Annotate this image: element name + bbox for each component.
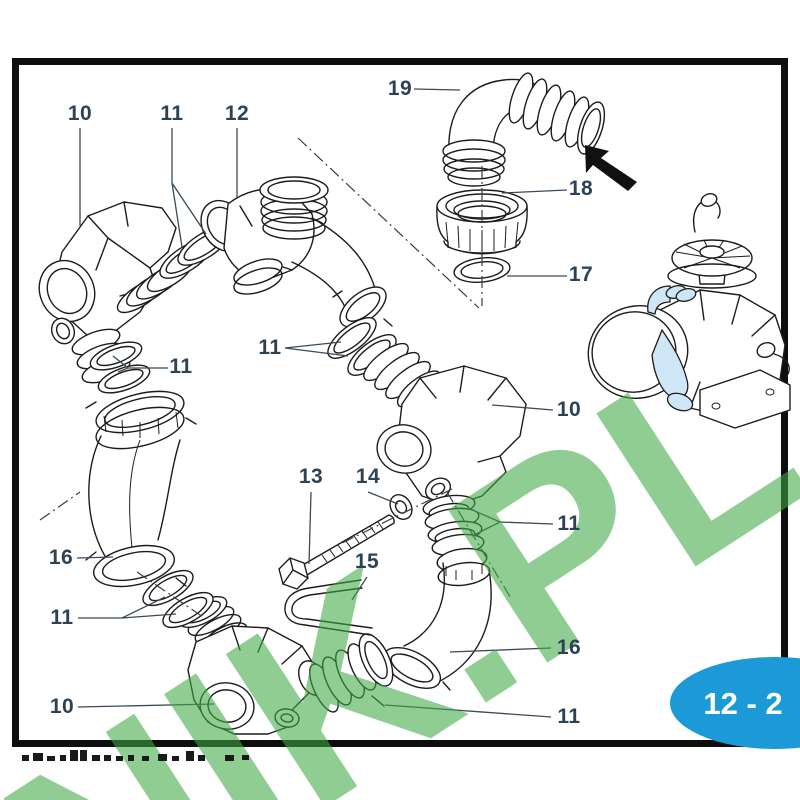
callout-11-left: 11 bbox=[169, 355, 193, 378]
callout-11-top: 11 bbox=[160, 102, 184, 125]
callout-10-right: 10 bbox=[556, 398, 582, 421]
elbow-pipe-top-right bbox=[291, 217, 393, 328]
callout-11-bottom-left: 11 bbox=[50, 606, 74, 629]
callout-10-bottom-left: 10 bbox=[49, 695, 75, 718]
callout-16-right: 16 bbox=[556, 636, 582, 659]
o-rings-bottom-left bbox=[142, 569, 214, 629]
callout-19-hose-elbow: 19 bbox=[387, 77, 413, 100]
callout-14-washer: 14 bbox=[355, 465, 381, 488]
tee-fitting-12 bbox=[200, 176, 329, 295]
callout-11-right: 11 bbox=[557, 512, 581, 535]
o-rings-left bbox=[89, 341, 151, 394]
hose-elbow-19 bbox=[442, 72, 606, 187]
callout-12-top: 12 bbox=[224, 102, 250, 125]
bellows-sleeve-right-lower bbox=[422, 494, 491, 587]
hex-bolt-13 bbox=[278, 514, 395, 590]
callout-11-middle: 11 bbox=[258, 336, 282, 359]
projection-axis-lines bbox=[39, 137, 513, 618]
elbow-pipe-right bbox=[371, 562, 492, 707]
bellows-sleeve-bottom bbox=[309, 633, 394, 713]
callout-18-ring-nut: 18 bbox=[568, 177, 594, 200]
callout-leader-lines bbox=[76, 88, 568, 718]
clamp-ring-left bbox=[85, 390, 197, 450]
clipped-caption-fragment bbox=[22, 750, 249, 761]
callout-15-clip: 15 bbox=[354, 550, 380, 573]
callout-17-o-ring: 17 bbox=[568, 263, 594, 286]
callout-10-top-left: 10 bbox=[67, 102, 93, 125]
u-clip-15 bbox=[284, 579, 373, 636]
callout-16-left: 16 bbox=[48, 546, 74, 569]
valve-assembly-right bbox=[376, 365, 527, 507]
callout-11-bottom-right: 11 bbox=[557, 705, 581, 728]
callout-13-bolt: 13 bbox=[298, 465, 324, 488]
pump-overview-illustration bbox=[587, 193, 791, 429]
page-number-text: 12 - 2 bbox=[703, 686, 782, 721]
page-number-badge: 12 - 2 bbox=[670, 657, 800, 749]
elbow-pipe-left bbox=[85, 435, 187, 588]
pointer-arrow-icon bbox=[585, 145, 637, 191]
